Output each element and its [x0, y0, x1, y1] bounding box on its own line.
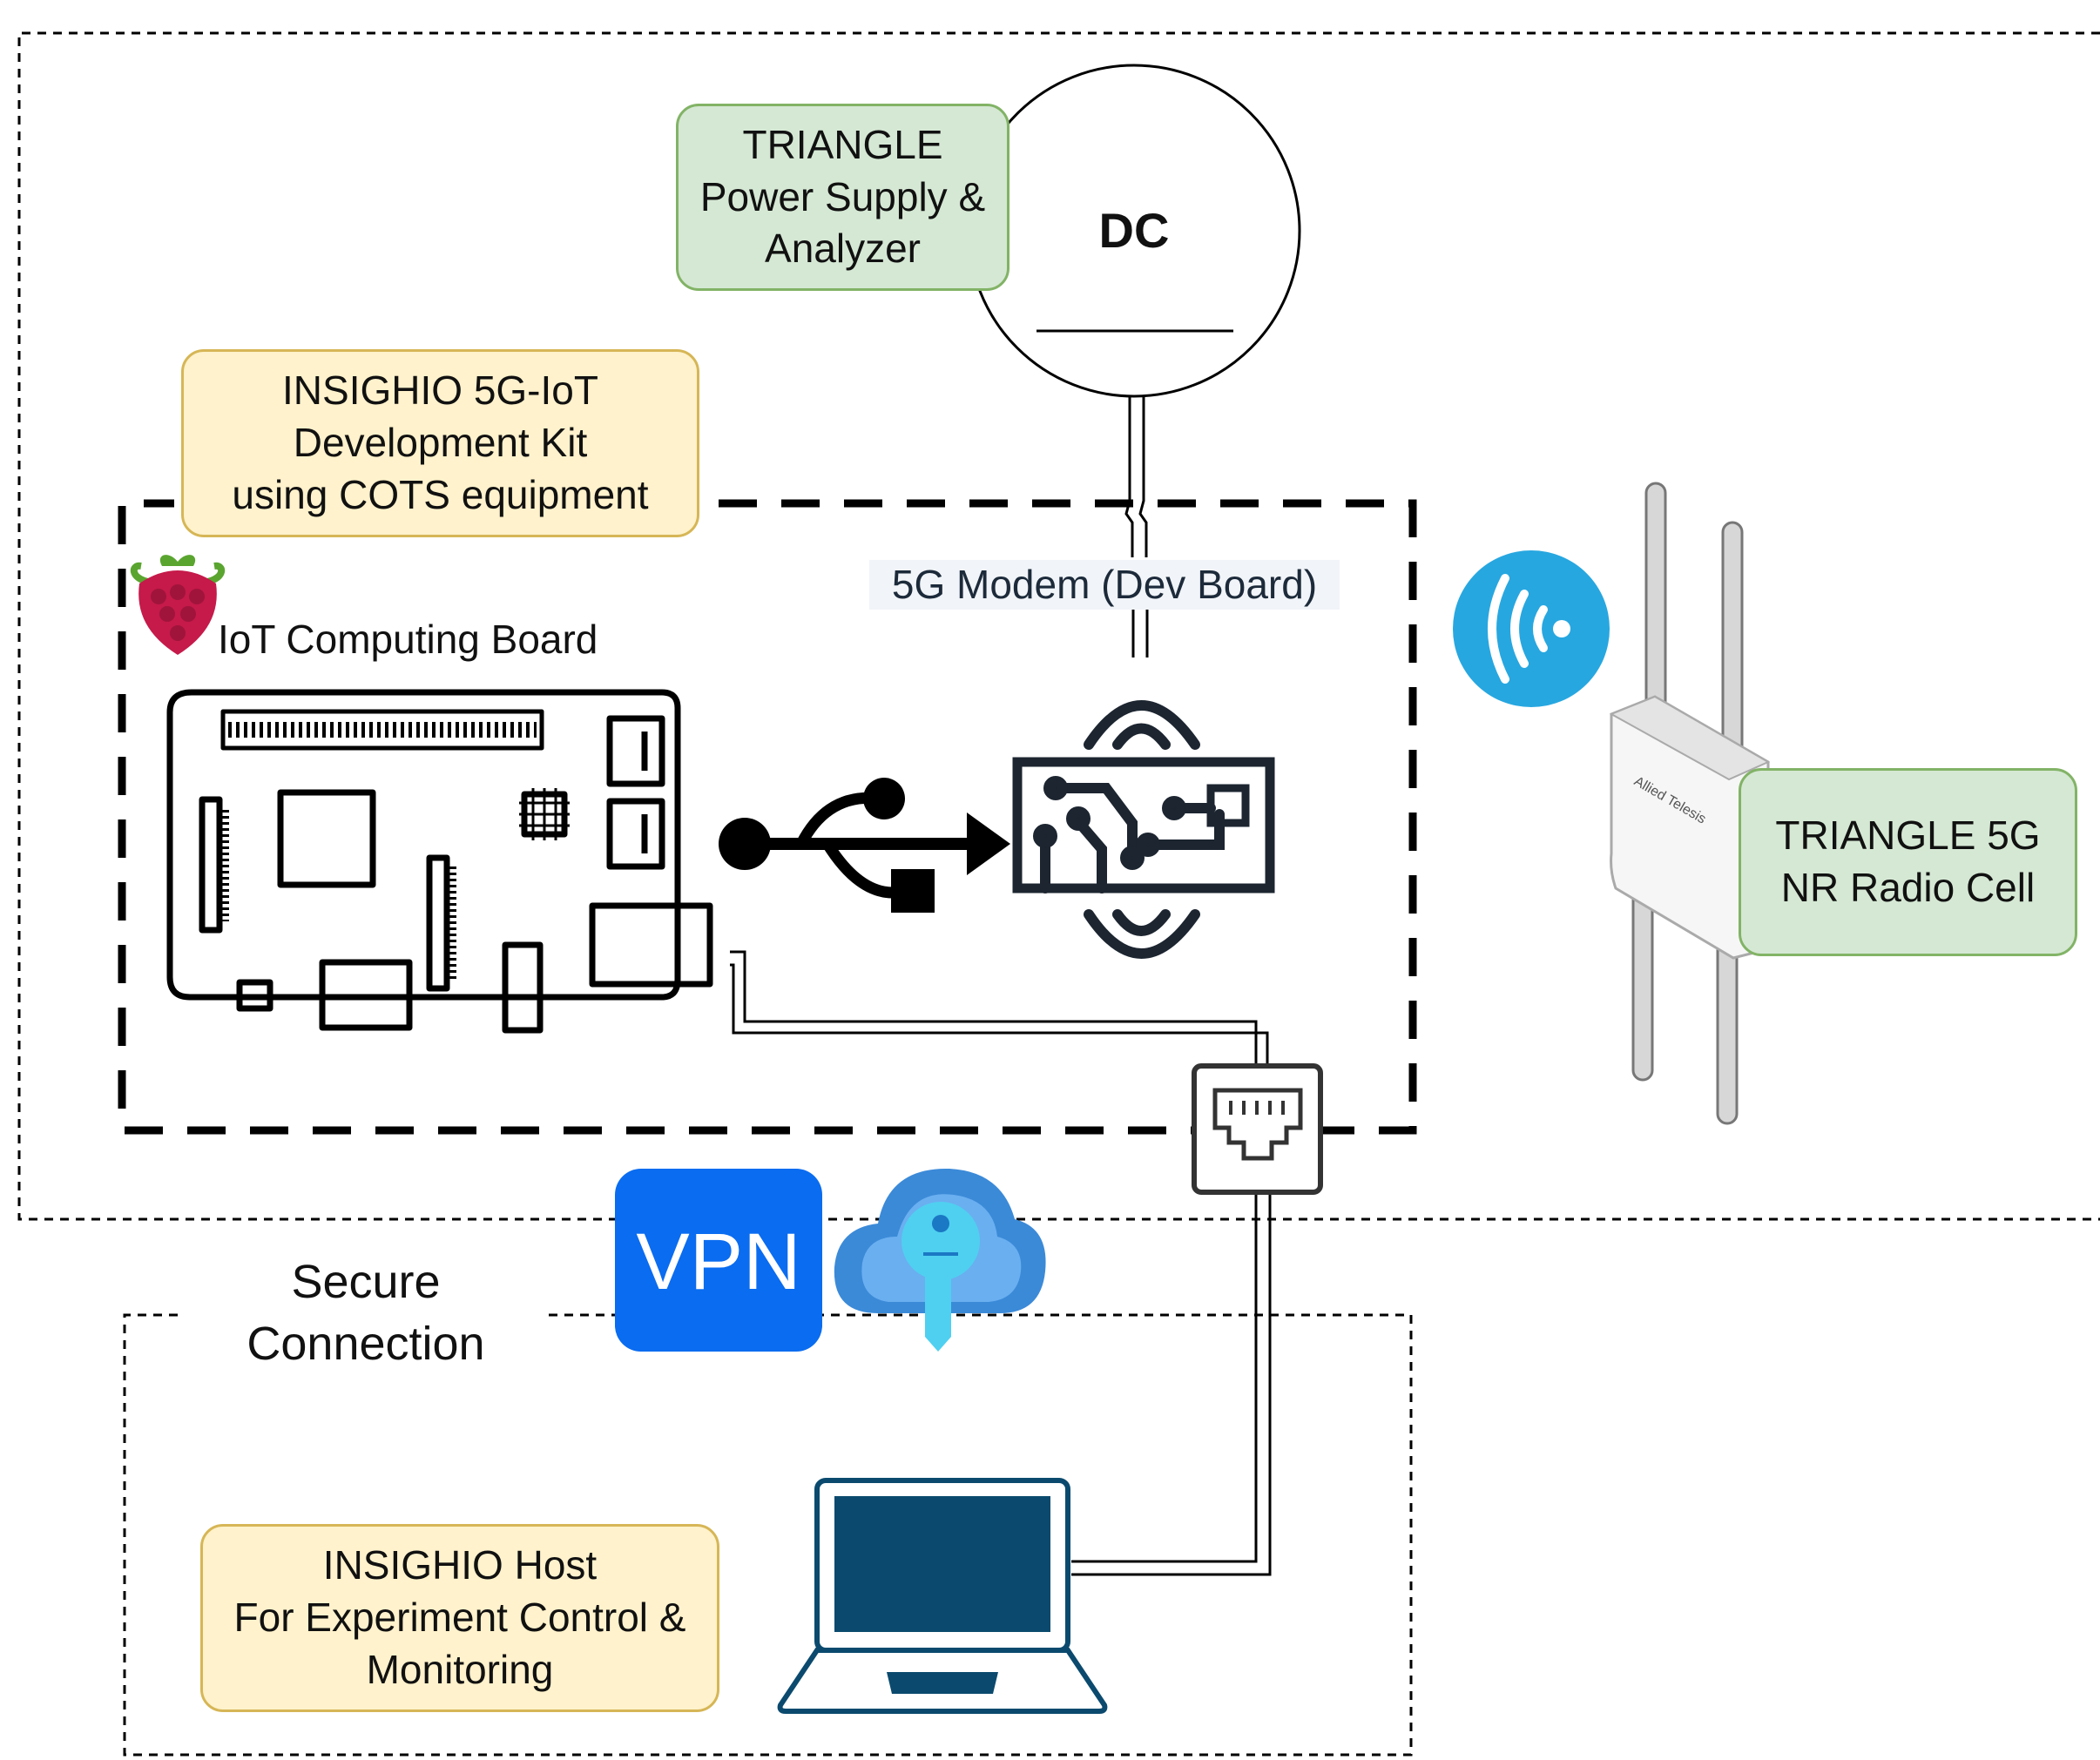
dev-kit-boundary	[118, 499, 1417, 1135]
iot-board-label: IoT Computing Board	[218, 617, 598, 663]
dev-kit-note: INSIGHIO 5G-IoT Development Kit using CO…	[181, 349, 699, 537]
radio-cell-note: TRIANGLE 5G NR Radio Cell	[1739, 768, 2077, 956]
ethernet-cable-board	[730, 950, 1269, 1067]
host-note: INSIGHIO Host For Experiment Control & M…	[200, 1524, 719, 1712]
modem-label: 5G Modem (Dev Board)	[869, 560, 1340, 610]
5g-router-antenna-icon	[1609, 482, 1771, 1125]
raspberry-pi-logo	[130, 555, 226, 655]
wireless-signal-icon	[1453, 550, 1610, 707]
dev-kit-label: INSIGHIO 5G-IoT Development Kit using CO…	[232, 368, 649, 517]
dc-label: DC	[1098, 202, 1170, 258]
vpn-text: VPN	[636, 1217, 800, 1306]
radio-cell-label: TRIANGLE 5G NR Radio Cell	[1775, 813, 2041, 910]
ethernet-cable-laptop	[1071, 1193, 1272, 1576]
circuit-board-wireless-icon	[1012, 700, 1275, 959]
secure-connection-boundary	[123, 1313, 1413, 1757]
lab-area-boundary	[17, 31, 2100, 1221]
ethernet-port-icon	[1192, 1063, 1323, 1195]
dc-cable	[1124, 396, 1149, 657]
triangle-power-label: TRIANGLE Power Supply & Analyzer	[699, 121, 986, 272]
secure-connection-label: Secure Connection	[183, 1241, 549, 1385]
raspberry-pi-board-icon	[166, 689, 713, 1034]
host-label: INSIGHIO Host For Experiment Control & M…	[233, 1542, 686, 1692]
triangle-power-note: TRIANGLE Power Supply & Analyzer	[676, 104, 1009, 291]
vpn-badge-icon	[615, 1169, 822, 1352]
usb-arrow-icon	[719, 778, 1010, 913]
cloud-key-icon	[834, 1168, 1046, 1352]
laptop-icon	[777, 1478, 1108, 1714]
